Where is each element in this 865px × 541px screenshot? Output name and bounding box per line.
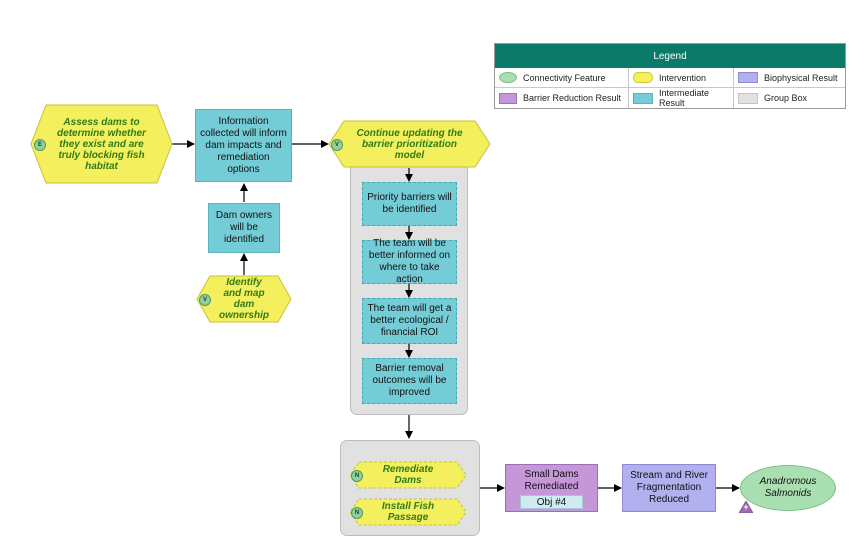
info-collected-result: Information collected will inform dam im…	[195, 109, 292, 182]
intervention-swatch	[633, 72, 653, 83]
legend-item-biophysical-result: Biophysical Result	[734, 68, 845, 88]
legend-label: Biophysical Result	[764, 72, 838, 83]
node-label: Priority barriers will be identified	[367, 192, 452, 215]
plus-glyph: +	[743, 502, 749, 512]
anadromous-salmonids-feature: Anadromous Salmonids	[740, 465, 836, 511]
legend-label: Connectivity Feature	[523, 72, 606, 83]
legend-label: Intermediate Result	[659, 88, 710, 108]
dam-owners-result: Dam owners will be identified	[208, 203, 280, 253]
legend-title: Legend	[495, 44, 845, 68]
node-label: Stream and River Fragmentation Reduced	[630, 470, 708, 505]
legend-item-intermediate-result: Intermediate Result	[629, 88, 734, 108]
n-badge-icon: N	[351, 507, 363, 519]
hexagon-shape	[196, 275, 292, 323]
node-label: Install Fish Passage	[381, 501, 435, 523]
node-label: Assess dams to determine whether they ex…	[57, 116, 146, 172]
e-badge-icon: E	[34, 139, 46, 151]
v-badge-icon: V	[331, 139, 343, 151]
continue-updating-intervention: Continue updating the barrier prioritiza…	[328, 120, 491, 168]
legend-item-group-box: Group Box	[734, 88, 845, 108]
small-dams-remediated-result: Small Dams Remediated Obj #4	[505, 464, 598, 512]
group-box-swatch	[738, 92, 758, 104]
node-label: Small Dams Remediated	[524, 469, 579, 492]
biophysical-swatch	[738, 72, 758, 83]
node-label: The team will get a better ecological / …	[367, 303, 452, 338]
objective-tag: Obj #4	[520, 495, 583, 509]
legend-label: Barrier Reduction Result	[523, 93, 622, 103]
install-fish-passage-intervention: Install Fish Passage N	[349, 498, 467, 526]
legend-label: Group Box	[764, 93, 808, 103]
plus-icon: +	[738, 500, 754, 514]
identify-ownership-intervention: Identify and map dam ownership V	[196, 275, 292, 323]
connectivity-swatch	[499, 72, 517, 83]
legend-item-intervention: Intervention	[629, 68, 734, 88]
node-label: The team will be better informed on wher…	[368, 238, 451, 285]
node-label: Dam owners will be identified	[215, 210, 273, 245]
v-badge-icon: V	[199, 294, 211, 306]
hexagon-shape	[30, 104, 173, 184]
hexagon-shape	[328, 120, 491, 168]
assess-dams-intervention: Assess dams to determine whether they ex…	[30, 104, 173, 184]
node-label: Remediate Dams	[382, 464, 434, 486]
node-label: Barrier removal outcomes will be improve…	[372, 363, 447, 398]
node-label: Information collected will inform dam im…	[200, 115, 287, 175]
legend-item-connectivity-feature: Connectivity Feature	[495, 68, 629, 88]
legend-item-barrier-reduction-result: Barrier Reduction Result	[495, 88, 629, 108]
priority-barriers-result: Priority barriers will be identified	[362, 182, 457, 226]
hexagon-shape	[349, 498, 467, 526]
remediate-dams-intervention: Remediate Dams N	[349, 461, 467, 489]
intermediate-swatch	[633, 92, 653, 104]
better-informed-result: The team will be better informed on wher…	[362, 238, 457, 285]
better-roi-result: The team will get a better ecological / …	[362, 298, 457, 344]
legend: Legend Connectivity Feature Intervention…	[494, 43, 846, 109]
barrier-reduction-swatch	[499, 92, 517, 104]
node-label: Continue updating the barrier prioritiza…	[356, 127, 463, 161]
node-label: Anadromous Salmonids	[759, 476, 817, 499]
barrier-outcomes-result: Barrier removal outcomes will be improve…	[362, 358, 457, 404]
legend-label: Intervention	[659, 72, 707, 83]
node-label: Identify and map dam ownership	[218, 277, 269, 321]
n-badge-icon: N	[351, 470, 363, 482]
fragmentation-reduced-result: Stream and River Fragmentation Reduced	[622, 464, 716, 512]
hexagon-shape	[349, 461, 467, 489]
